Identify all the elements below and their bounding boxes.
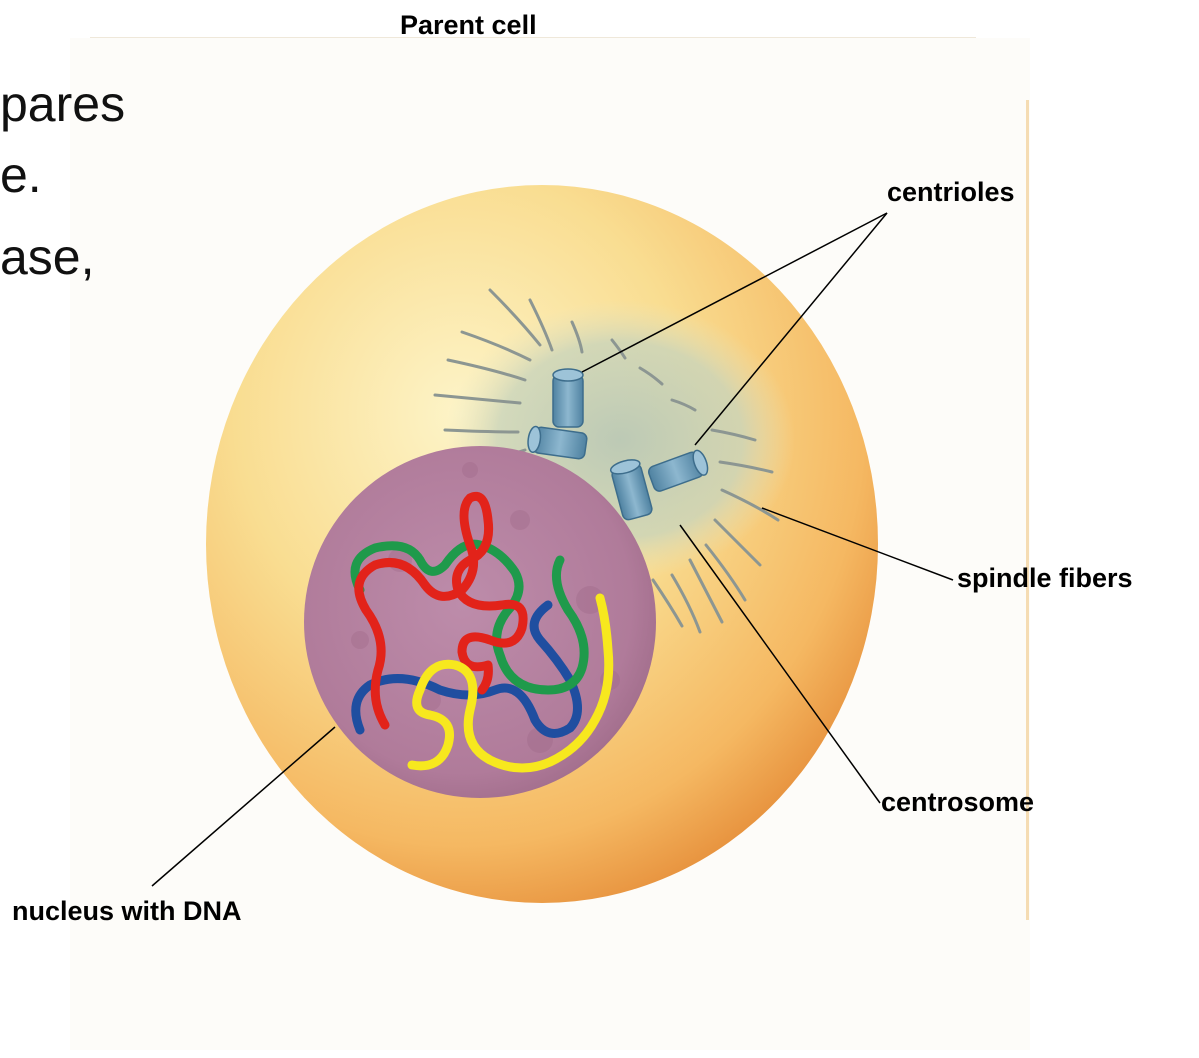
diagram-title: Parent cell	[400, 10, 537, 41]
label-centrioles: centrioles	[887, 177, 1015, 208]
leader-nucleus	[152, 727, 335, 886]
centriole-upper-vertical	[553, 369, 583, 427]
label-spindle-fibers: spindle fibers	[957, 563, 1133, 594]
label-nucleus-with-dna: nucleus with DNA	[12, 896, 242, 927]
label-centrosome: centrosome	[881, 787, 1034, 818]
